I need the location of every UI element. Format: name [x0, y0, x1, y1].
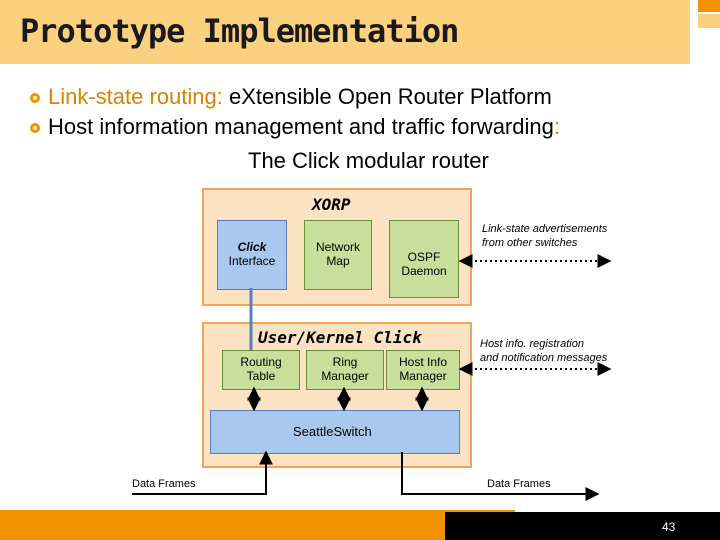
bullet-2-colon: : — [553, 114, 560, 139]
seattle-switch-label: SeattleSwitch — [293, 424, 372, 439]
routing-table-line2: Table — [246, 369, 276, 383]
userkernel-label: User/Kernel Click — [258, 328, 422, 347]
routing-table-line1: Routing — [240, 355, 282, 370]
footer-black-band — [445, 512, 720, 540]
network-map-line1: Network — [315, 240, 360, 255]
slide-title: Prototype Implementation — [20, 12, 459, 50]
data-frames-out-path — [401, 452, 600, 501]
xorp-label: XORP — [312, 195, 351, 214]
seattle-switch-box: SeattleSwitch — [210, 410, 460, 454]
bullet-dot-icon — [30, 123, 40, 133]
data-frames-right-label: Data Frames — [487, 478, 551, 490]
bullet-dot-icon — [30, 93, 40, 103]
ring-manager-line1: Ring — [332, 355, 358, 370]
data-frames-left-label: Data Frames — [132, 478, 196, 490]
network-map-line2: Map — [326, 254, 350, 268]
accent-square-light — [698, 14, 720, 28]
accent-square-orange — [698, 0, 720, 12]
hostinfo-note-line2: and notification messages — [480, 352, 608, 365]
ring-manager-line2: Manager — [321, 369, 369, 383]
bullet-1-highlight: Link-state routing: — [48, 84, 223, 109]
lsa-note: Link-state advertisements from other swit… — [482, 222, 607, 251]
data-frames-in-path — [132, 450, 273, 495]
ospf-daemon-line2: Daemon — [401, 264, 447, 278]
page-number: 43 — [662, 520, 676, 534]
hostinfo-note: Host info. registration and notification … — [480, 337, 607, 366]
lsa-note-line1: Link-state advertisements — [482, 223, 608, 235]
title-accent-decoration — [690, 0, 720, 64]
bullet-2-continuation: The Click modular router — [248, 148, 489, 173]
lsa-note-line2: from other switches — [482, 237, 578, 250]
click-interface-line1: Click — [237, 240, 267, 255]
hostinfo-note-line1: Host info. registration — [480, 338, 584, 350]
click-interface-line2: Interface — [228, 254, 276, 268]
bullet-1-text: eXtensible Open Router Platform — [222, 84, 552, 109]
ospf-daemon-line1: OSPF — [407, 250, 441, 265]
host-info-manager-line1: Host Info — [398, 355, 448, 370]
footer-orange-band — [0, 510, 445, 540]
host-info-manager-line2: Manager — [399, 369, 447, 383]
title-bar: Prototype Implementation — [0, 0, 690, 64]
bullet-2-text: Host information management and traffic … — [48, 114, 554, 139]
